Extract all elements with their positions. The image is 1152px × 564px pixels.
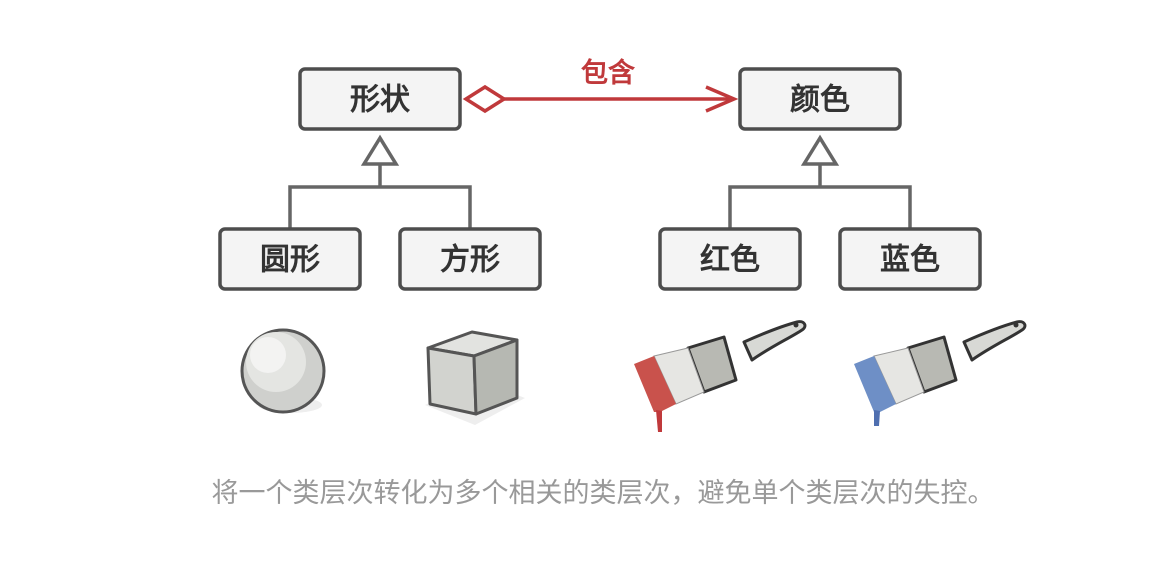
node-red: 红色 <box>658 227 802 291</box>
inheritance-triangle-icon <box>800 134 840 166</box>
caption: 将一个类层次转化为多个相关的类层次，避免单个类层次的失控。 <box>212 478 995 509</box>
node-shape: 形状 <box>298 67 462 131</box>
cube-icon <box>425 330 525 425</box>
inheritance-triangle-icon <box>360 134 400 166</box>
node-label: 圆形 <box>260 243 320 278</box>
node-label: 颜色 <box>790 83 850 118</box>
shape-inheritance <box>288 134 472 229</box>
node-circle: 圆形 <box>218 227 362 291</box>
color-inheritance <box>728 134 912 229</box>
node-label: 方形 <box>440 243 500 278</box>
relation-label: 包含 <box>581 57 636 89</box>
node-blue: 蓝色 <box>838 227 982 291</box>
node-color: 颜色 <box>738 67 902 131</box>
sphere-icon <box>240 328 326 414</box>
node-label: 红色 <box>700 243 760 278</box>
node-label: 蓝色 <box>880 243 940 278</box>
aggregation-arrow: 包含 <box>462 57 739 114</box>
blue-paintbrush-icon <box>854 320 1027 426</box>
diamond-icon <box>462 84 508 114</box>
red-paintbrush-icon <box>634 320 807 432</box>
node-label: 形状 <box>350 83 411 118</box>
node-square: 方形 <box>398 227 542 291</box>
arrowhead-icon <box>705 85 739 113</box>
